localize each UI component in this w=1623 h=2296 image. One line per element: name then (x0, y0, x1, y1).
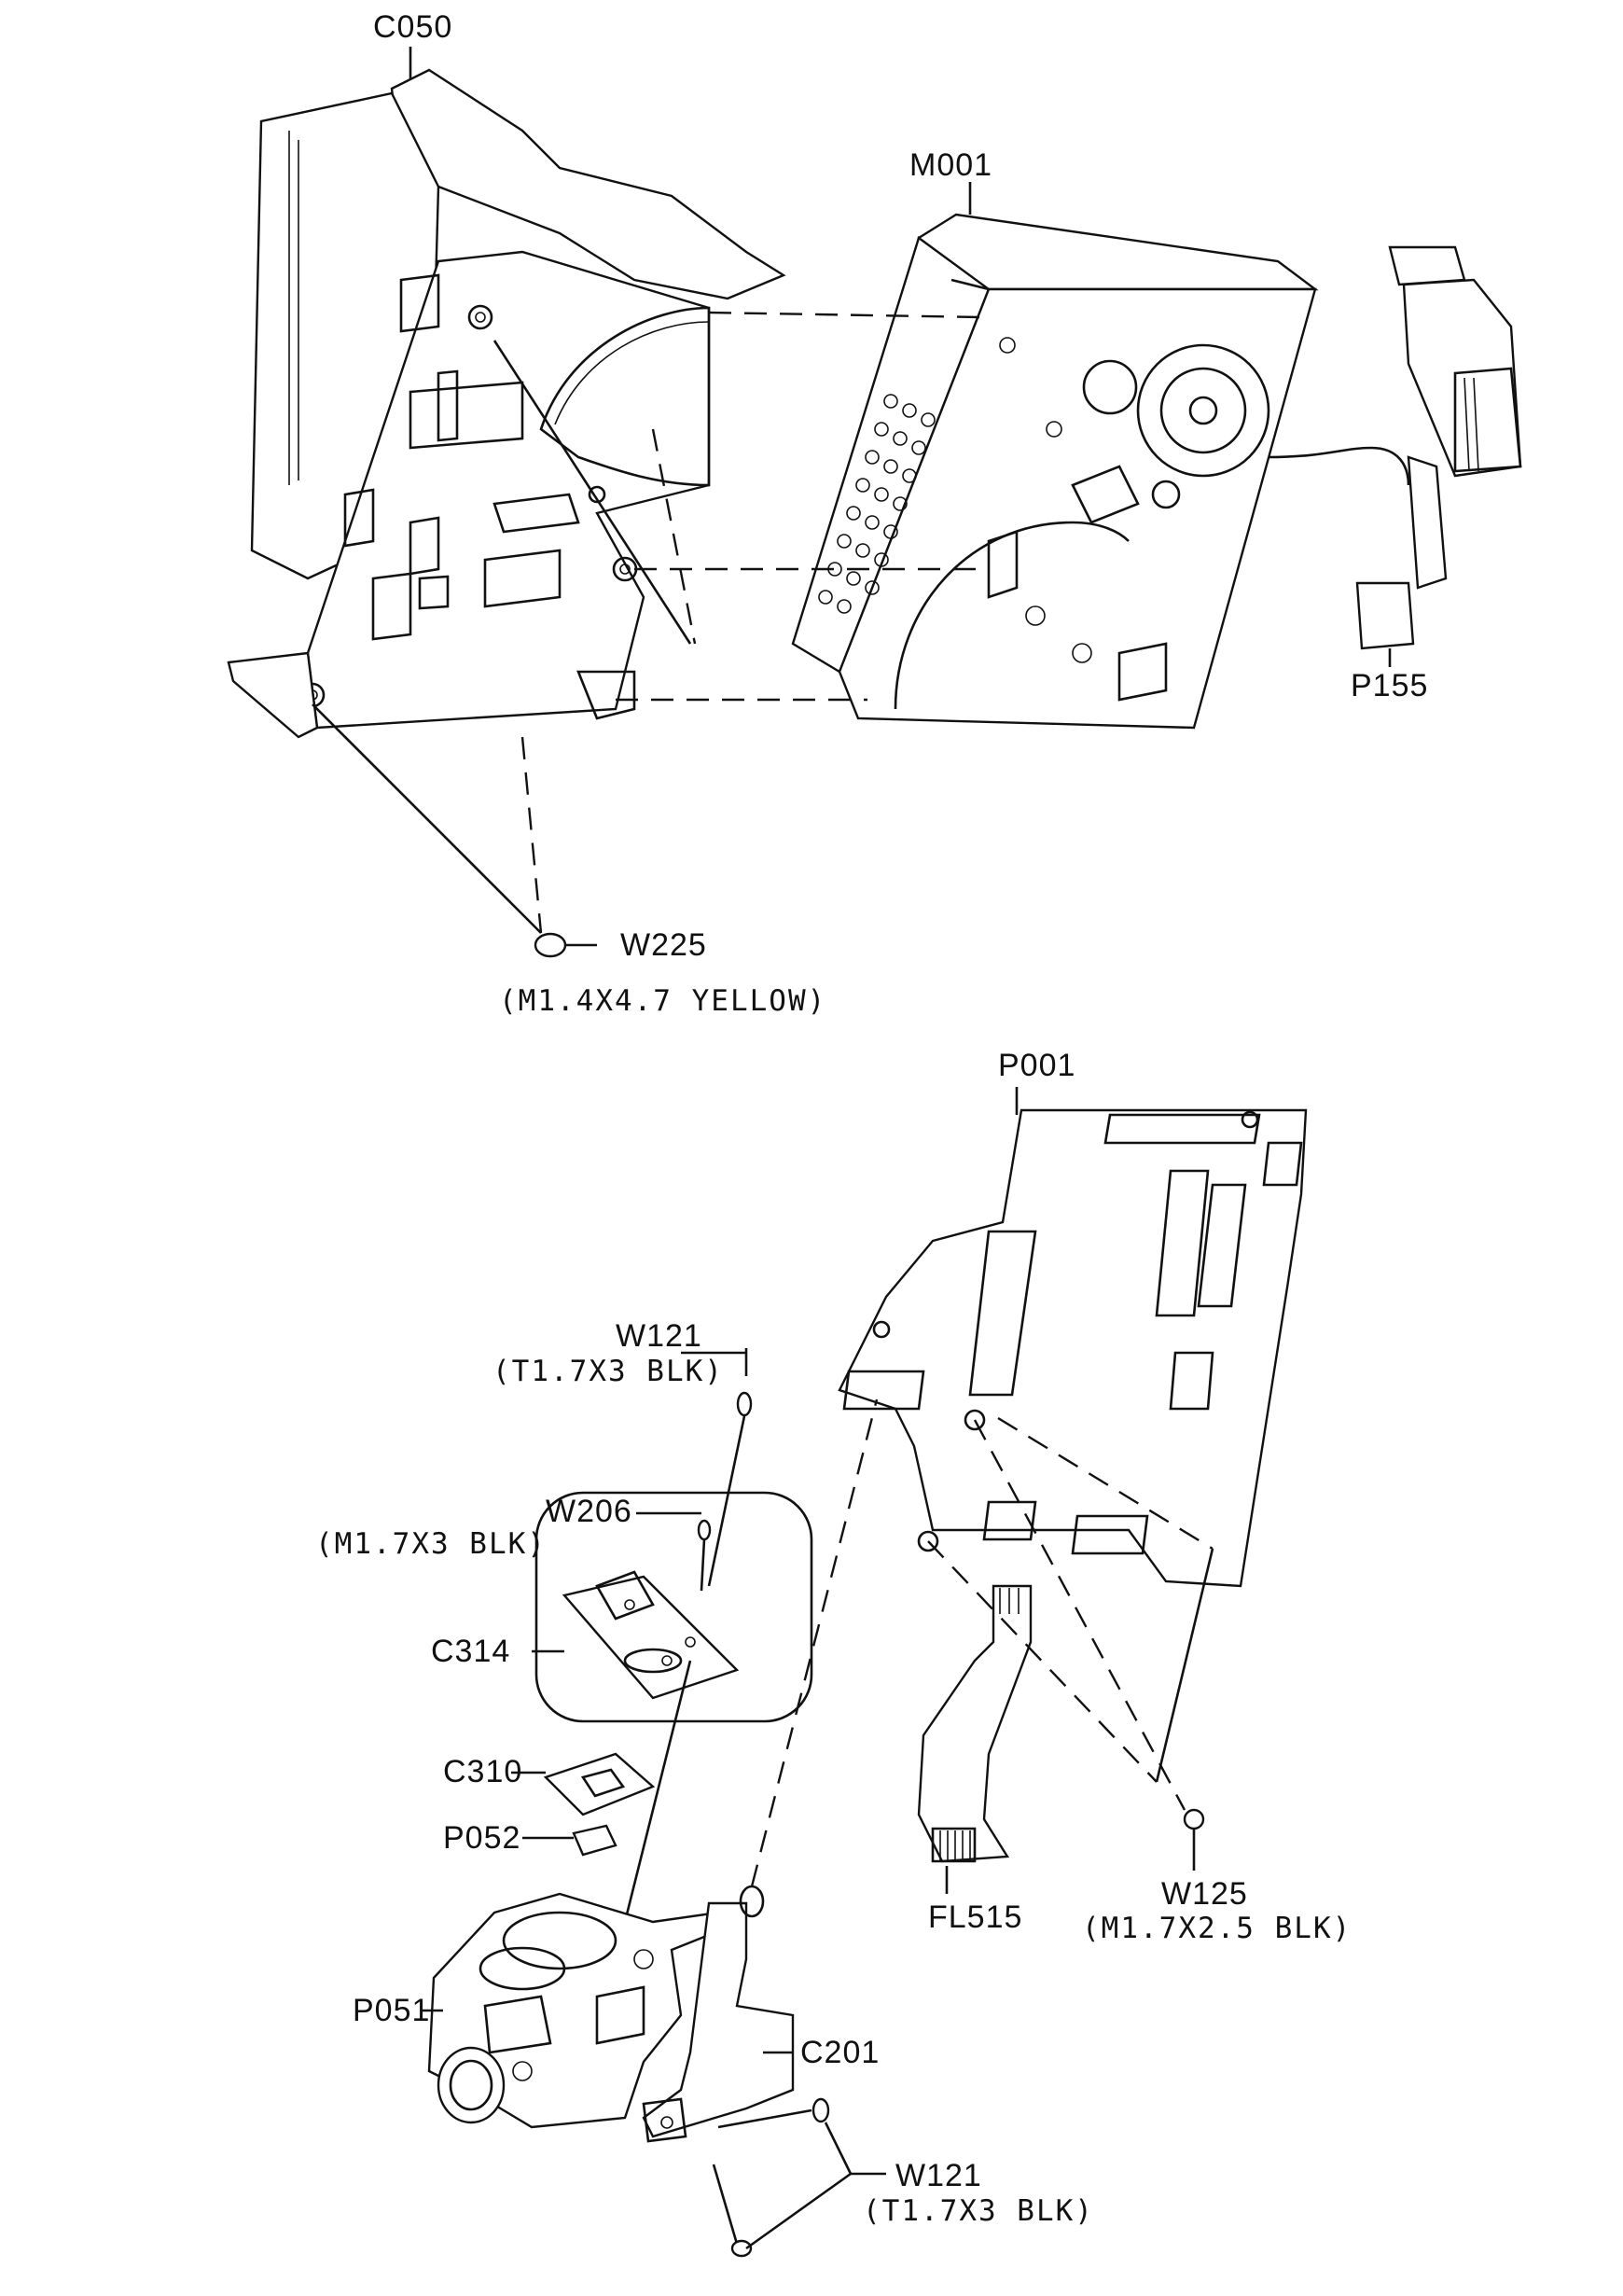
label-w206-spec: (M1.7X3 BLK) (315, 1527, 547, 1561)
label-c310: C310 (443, 1754, 523, 1789)
alignment-lines-top (312, 311, 980, 934)
label-w125: W125 (1161, 1876, 1248, 1912)
label-w225-spec: (M1.4X4.7 YELLOW) (499, 984, 827, 1018)
label-c201: C201 (800, 2035, 881, 2070)
screws-w121-bottom (712, 2097, 886, 2258)
flex-cable-fl515 (917, 1584, 1033, 1863)
label-w225: W225 (620, 927, 707, 963)
frame-chassis-c050 (227, 68, 786, 739)
screw-w125 (927, 1416, 1214, 1852)
label-p001: P001 (998, 1048, 1076, 1083)
label-fl515: FL515 (928, 1899, 1023, 1935)
label-w121-top-spec: (T1.7X3 BLK) (492, 1355, 724, 1388)
label-w121-bottom: W121 (895, 2158, 982, 2193)
vent-holes (818, 394, 936, 614)
filter-p052 (572, 1824, 617, 1857)
leader-lines (409, 47, 1392, 2054)
lens-unit-p051 (427, 1892, 720, 2129)
label-w125-spec: (M1.7X2.5 BLK) (1082, 1912, 1352, 1945)
label-m001: M001 (909, 147, 993, 183)
flex-connector-p155 (1268, 245, 1522, 650)
label-p051: P051 (353, 1993, 431, 2028)
label-p052: P052 (443, 1820, 521, 1856)
label-w206: W206 (546, 1494, 632, 1529)
label-w121-bottom-spec: (T1.7X3 BLK) (863, 2194, 1094, 2228)
camera-module-group-c314 (534, 1348, 813, 1941)
main-board-p001 (838, 1108, 1308, 1588)
mechanism-deck-m001 (791, 213, 1319, 730)
label-p155: P155 (1351, 668, 1429, 703)
bracket-c201 (642, 1398, 879, 2143)
screw-w225 (534, 932, 597, 958)
label-c050: C050 (373, 9, 453, 45)
label-c314: C314 (431, 1634, 511, 1669)
gasket-c310 (543, 1752, 656, 1816)
label-w121-top: W121 (616, 1318, 702, 1354)
